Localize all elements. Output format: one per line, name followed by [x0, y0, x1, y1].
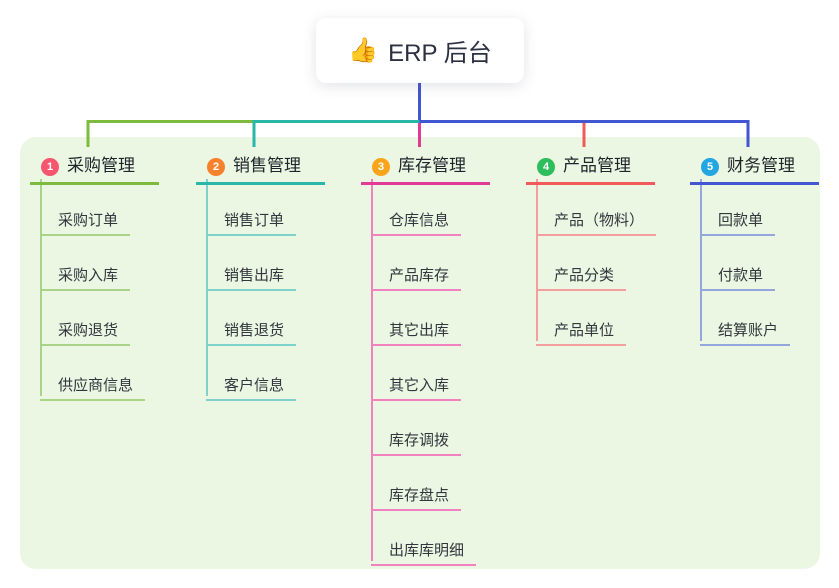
child-node[interactable]: 采购退货 [40, 305, 131, 346]
child-node[interactable]: 产品分类 [536, 250, 627, 291]
child-node[interactable]: 销售退货 [206, 305, 297, 346]
branch-node-5[interactable]: 5 财务管理 [690, 146, 819, 185]
branch-number-badge: 2 [207, 158, 225, 176]
child-spine-line [536, 179, 538, 341]
branch-number-badge: 3 [372, 158, 390, 176]
child-node[interactable]: 库存调拨 [371, 415, 462, 456]
branches-panel [20, 137, 820, 569]
child-node[interactable]: 付款单 [700, 250, 776, 291]
child-spine-line [206, 179, 208, 396]
branch-number-badge: 1 [41, 158, 59, 176]
branch-node-2[interactable]: 2 销售管理 [196, 146, 325, 185]
child-node[interactable]: 结算账户 [700, 305, 791, 346]
child-node[interactable]: 仓库信息 [371, 195, 462, 236]
child-spine-line [40, 179, 42, 396]
child-node[interactable]: 客户信息 [206, 360, 297, 401]
branch-label: 采购管理 [67, 156, 135, 176]
branch-node-4[interactable]: 4 产品管理 [526, 146, 655, 185]
branch-number-badge: 5 [701, 158, 719, 176]
child-node[interactable]: 其它出库 [371, 305, 462, 346]
child-node[interactable]: 产品库存 [371, 250, 462, 291]
root-node-label: ERP 后台 [388, 40, 492, 67]
child-node[interactable]: 采购入库 [40, 250, 131, 291]
branch-number-badge: 4 [537, 158, 555, 176]
branch-label: 库存管理 [398, 156, 466, 176]
branch-label: 财务管理 [727, 156, 795, 176]
child-node[interactable]: 销售出库 [206, 250, 297, 291]
child-node[interactable]: 出库库明细 [371, 525, 477, 566]
child-node[interactable]: 回款单 [700, 195, 776, 236]
child-node[interactable]: 供应商信息 [40, 360, 146, 401]
child-spine-line [371, 179, 373, 561]
child-node[interactable]: 销售订单 [206, 195, 297, 236]
branch-label: 销售管理 [233, 156, 301, 176]
child-node[interactable]: 采购订单 [40, 195, 131, 236]
branch-node-3[interactable]: 3 库存管理 [361, 146, 490, 185]
thumbs-up-icon: 👍 [348, 36, 379, 64]
child-node[interactable]: 库存盘点 [371, 470, 462, 511]
root-node[interactable]: 👍 ERP 后台 [316, 18, 524, 83]
child-node[interactable]: 产品（物料） [536, 195, 657, 236]
branch-label: 产品管理 [563, 156, 631, 176]
child-spine-line [700, 179, 702, 341]
branch-node-1[interactable]: 1 采购管理 [30, 146, 159, 185]
child-node[interactable]: 产品单位 [536, 305, 627, 346]
child-node[interactable]: 其它入库 [371, 360, 462, 401]
